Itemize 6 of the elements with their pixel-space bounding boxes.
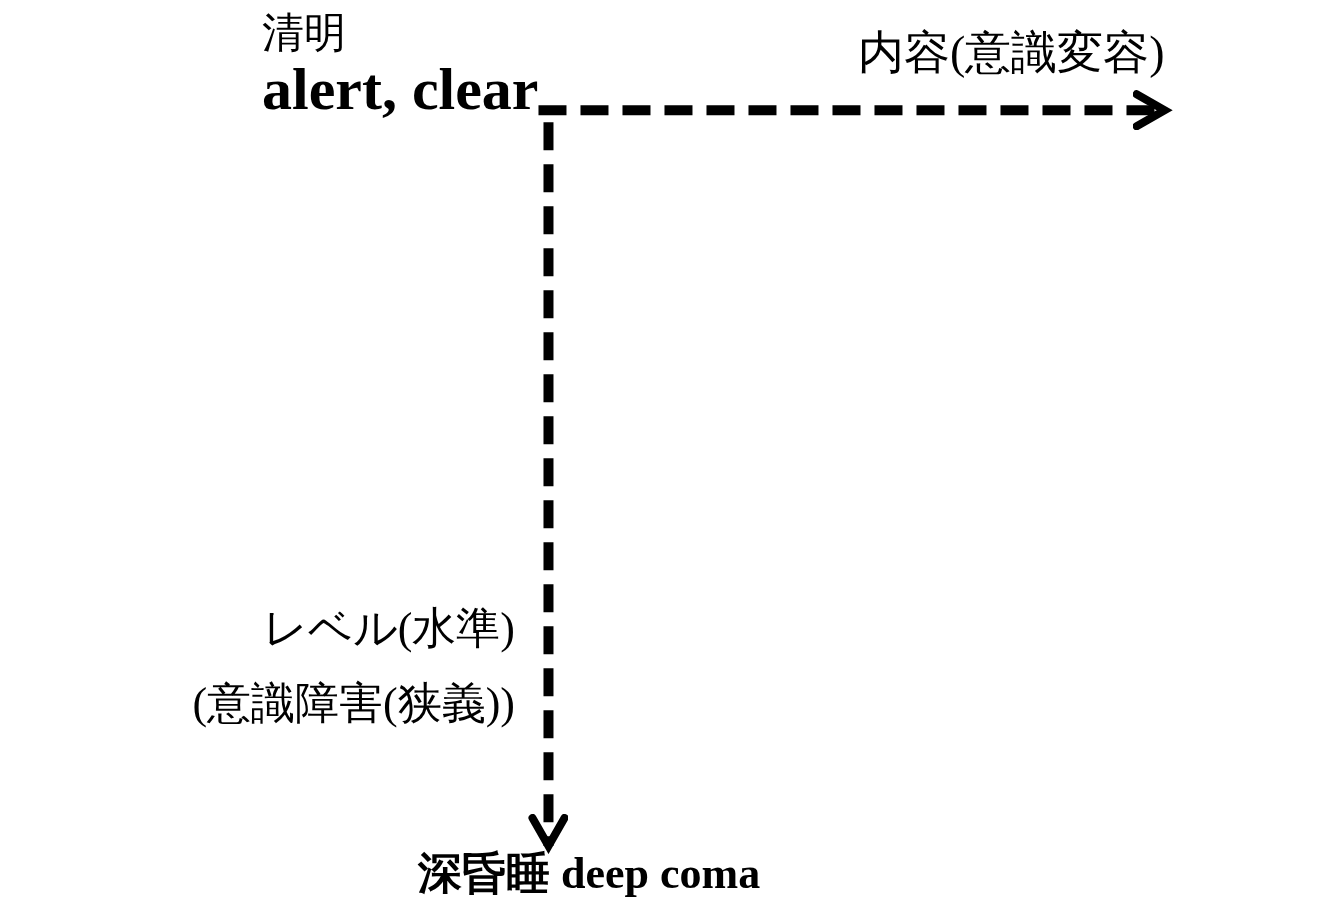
node-text: 深昏睡 deep coma (418, 850, 761, 899)
node-text: 内容(意識変容) (858, 28, 1165, 79)
node-text: alert, clear (262, 56, 539, 123)
axis-label: レベル(水準) (262, 604, 515, 653)
axis-label: (意識障害(狭義)) (192, 679, 515, 728)
node-heading: 清明 (262, 10, 346, 57)
